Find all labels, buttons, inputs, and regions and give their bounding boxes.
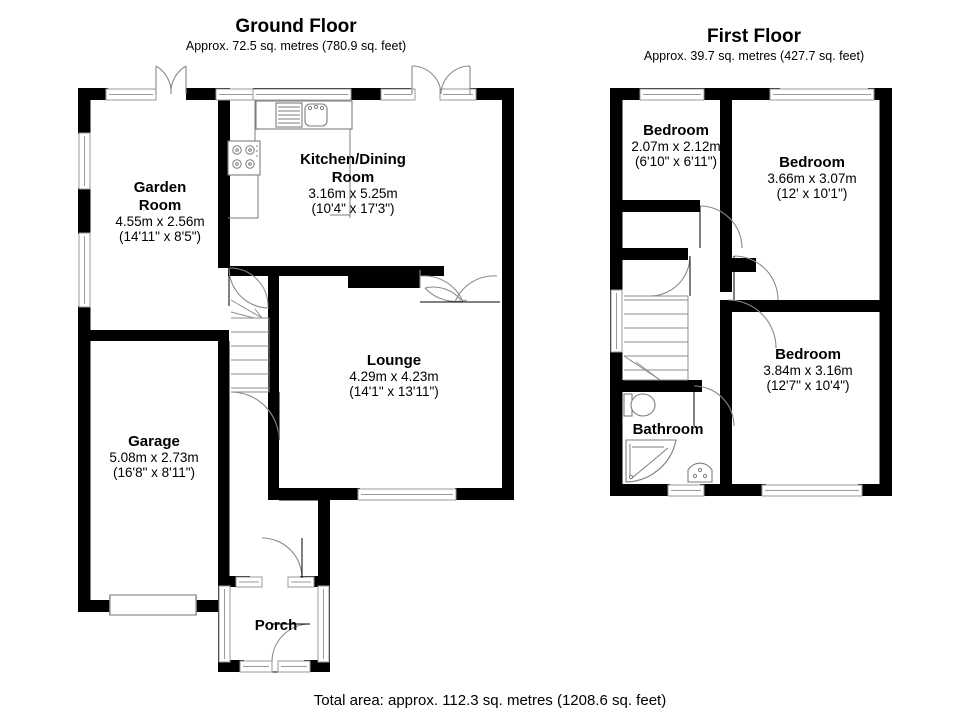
window-first-bed-front-top (769, 88, 875, 101)
ground-stairs (230, 299, 270, 393)
room-label-bedroom-rear: Bedroom 3.84m x 3.16m (12'7" x 10'4") (763, 346, 852, 393)
bedroom-rear-metric: 3.84m x 3.16m (763, 363, 852, 378)
bedroom-front-metric: 3.66m x 3.07m (767, 171, 856, 186)
window-bathroom-bottom (667, 484, 705, 497)
door-garden-french (155, 65, 187, 95)
garage-name: Garage (128, 433, 180, 450)
bedroom-rear-name: Bedroom (775, 346, 841, 363)
door-lounge-pair (420, 275, 500, 303)
window-lounge-bottom (357, 488, 457, 501)
lounge-name: Lounge (367, 352, 421, 369)
kitchen-imperial: (10'4" x 17'3") (311, 201, 394, 216)
bathroom-toilet (623, 393, 656, 417)
door-porch-entry (271, 623, 311, 663)
ground-walls (78, 88, 514, 672)
window-porch-top-left (235, 576, 263, 588)
lounge-metric: 4.29m x 4.23m (349, 369, 438, 384)
window-porch-top-right (287, 576, 315, 588)
kitchen-drainer (275, 102, 303, 128)
garden-room-name-line1: Garden (134, 179, 187, 196)
bedroom-front-imperial: (12' x 10'1") (777, 186, 848, 201)
bedroom-rear-imperial: (12'7" x 10'4") (766, 378, 849, 393)
bedroom-small-name: Bedroom (643, 122, 709, 139)
ground-floor-title: Ground Floor (235, 16, 357, 37)
door-bedroom-small (699, 205, 743, 249)
bathroom-bath (625, 439, 677, 483)
kitchen-hob (227, 140, 261, 176)
window-porch-right (317, 585, 330, 663)
kitchen-name-line1: Kitchen/Dining (300, 151, 406, 168)
door-hall-to-porch (261, 537, 303, 579)
bedroom-front-name: Bedroom (779, 154, 845, 171)
bedroom-small-metric: 2.07m x 2.12m (631, 139, 720, 154)
kitchen-name-line2: Room (332, 169, 375, 186)
window-first-bed-small-top (639, 88, 705, 101)
door-bedroom-rear (727, 299, 777, 349)
window-porch-left (218, 585, 231, 663)
window-garden-left-lower (78, 232, 91, 308)
bedroom-small-imperial: (6'10" x 6'11") (635, 154, 717, 169)
total-area-text: Total area: approx. 112.3 sq. metres (12… (314, 692, 666, 709)
garage-metric: 5.08m x 2.73m (109, 450, 198, 465)
door-landing-left (649, 255, 691, 297)
porch-name: Porch (255, 617, 298, 634)
kitchen-metric: 3.16m x 5.25m (308, 186, 397, 201)
first-stairs (623, 295, 689, 381)
lounge-imperial: (14'1" x 13'11") (349, 384, 439, 399)
room-label-garden-room: Garden Room 4.55m x 2.56m (14'11" x 8'5"… (115, 179, 204, 244)
room-label-bedroom-front: Bedroom 3.66m x 3.07m (12' x 10'1") (767, 154, 856, 201)
kitchen-unit-outline (228, 174, 259, 219)
room-label-garage: Garage 5.08m x 2.73m (16'8" x 8'11") (109, 433, 198, 480)
window-garden-left-upper (78, 132, 91, 190)
door-hall-arch (228, 267, 270, 309)
bathroom-basin (687, 462, 713, 483)
ground-floor-area: Approx. 72.5 sq. metres (780.9 sq. feet) (186, 39, 406, 53)
door-kitchen-french-top (411, 65, 471, 95)
first-walls (610, 88, 892, 496)
window-kitchen-top-a (215, 88, 257, 101)
door-bedroom-front (733, 255, 779, 301)
room-label-lounge: Lounge 4.29m x 4.23m (14'1" x 13'11") (349, 352, 439, 399)
window-porch-bottom-right (277, 660, 311, 673)
window-garden-top (105, 88, 157, 101)
window-landing-left (610, 289, 623, 353)
window-kitchen-top-c (380, 88, 416, 101)
window-top-right (439, 88, 477, 101)
kitchen-sink (304, 103, 328, 127)
garage-door-main (109, 594, 197, 616)
window-porch-bottom-left (239, 660, 273, 673)
door-lounge-to-hall (230, 391, 280, 441)
garden-room-metric: 4.55m x 2.56m (115, 214, 204, 229)
door-bathroom (693, 385, 735, 427)
garden-room-name-line2: Room (139, 197, 182, 214)
garage-imperial: (16'8" x 8'11") (113, 465, 195, 480)
room-label-bedroom-small: Bedroom 2.07m x 2.12m (6'10" x 6'11") (631, 122, 720, 169)
ground-floor-plan: Garden Room 4.55m x 2.56m (14'11" x 8'5"… (78, 65, 514, 673)
garden-room-imperial: (14'11" x 8'5") (119, 229, 201, 244)
window-bed-rear-bottom (761, 484, 863, 497)
first-floor-area: Approx. 39.7 sq. metres (427.7 sq. feet) (644, 49, 864, 63)
first-floor-plan: Bedroom 2.07m x 2.12m (6'10" x 6'11") Be… (610, 88, 892, 497)
window-kitchen-top-b (252, 88, 352, 101)
kitchen-worktop (255, 100, 353, 130)
bathroom-name: Bathroom (633, 421, 704, 438)
room-label-kitchen-dining: Kitchen/Dining Room 3.16m x 5.25m (10'4"… (300, 151, 406, 216)
first-floor-title: First Floor (707, 26, 802, 47)
